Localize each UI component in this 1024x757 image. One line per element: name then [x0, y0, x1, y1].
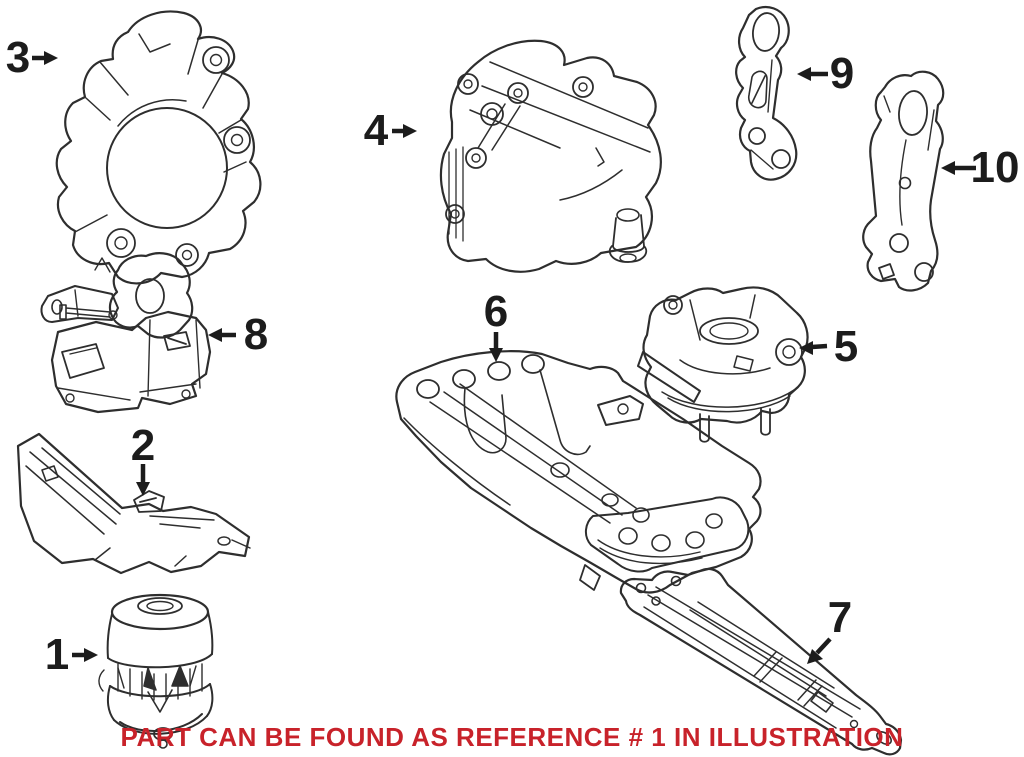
callout-label-1: 1	[44, 630, 70, 679]
arrow-to-part-7	[807, 637, 832, 664]
part-3-engine-bracket-drawing	[55, 10, 262, 285]
arrow-to-part-10	[941, 161, 976, 175]
arrow-to-part-3	[32, 51, 58, 65]
arrow-to-part-1	[72, 648, 98, 662]
part-9-support-bracket-drawing	[735, 5, 798, 181]
arrow-to-part-9	[797, 67, 828, 81]
arrow-to-part-5	[799, 341, 828, 355]
callout-label-3: 3	[5, 33, 31, 82]
part-7-skid-plate-drawing	[619, 567, 903, 756]
part-5-transmission-mount-drawing	[637, 286, 809, 443]
callout-label-9: 9	[829, 49, 855, 98]
callout-label-5: 5	[833, 322, 859, 371]
arrow-to-part-2	[136, 464, 150, 496]
arrow-to-part-6	[489, 332, 503, 362]
part-6-crossmember-drawing	[395, 350, 762, 594]
part-4-engine-bracket-drawing	[439, 39, 662, 273]
callout-arrows	[32, 51, 976, 664]
callout-label-7: 7	[827, 593, 853, 642]
arrow-to-part-8	[208, 328, 236, 342]
callout-label-10: 10	[970, 143, 1020, 192]
callout-label-8: 8	[243, 310, 269, 359]
callout-label-2: 2	[130, 421, 156, 470]
arrow-to-part-4	[392, 124, 417, 138]
part-1-engine-mount-drawing	[98, 593, 214, 749]
part-2-support-bracket-drawing	[16, 432, 251, 575]
caption-text: PART CAN BE FOUND AS REFERENCE # 1 IN IL…	[120, 722, 904, 752]
callout-label-6: 6	[483, 287, 509, 336]
part-8-mount-bracket-assembly-drawing	[40, 252, 212, 414]
callout-label-4: 4	[363, 106, 389, 155]
part-10-support-bracket-drawing	[862, 70, 945, 292]
